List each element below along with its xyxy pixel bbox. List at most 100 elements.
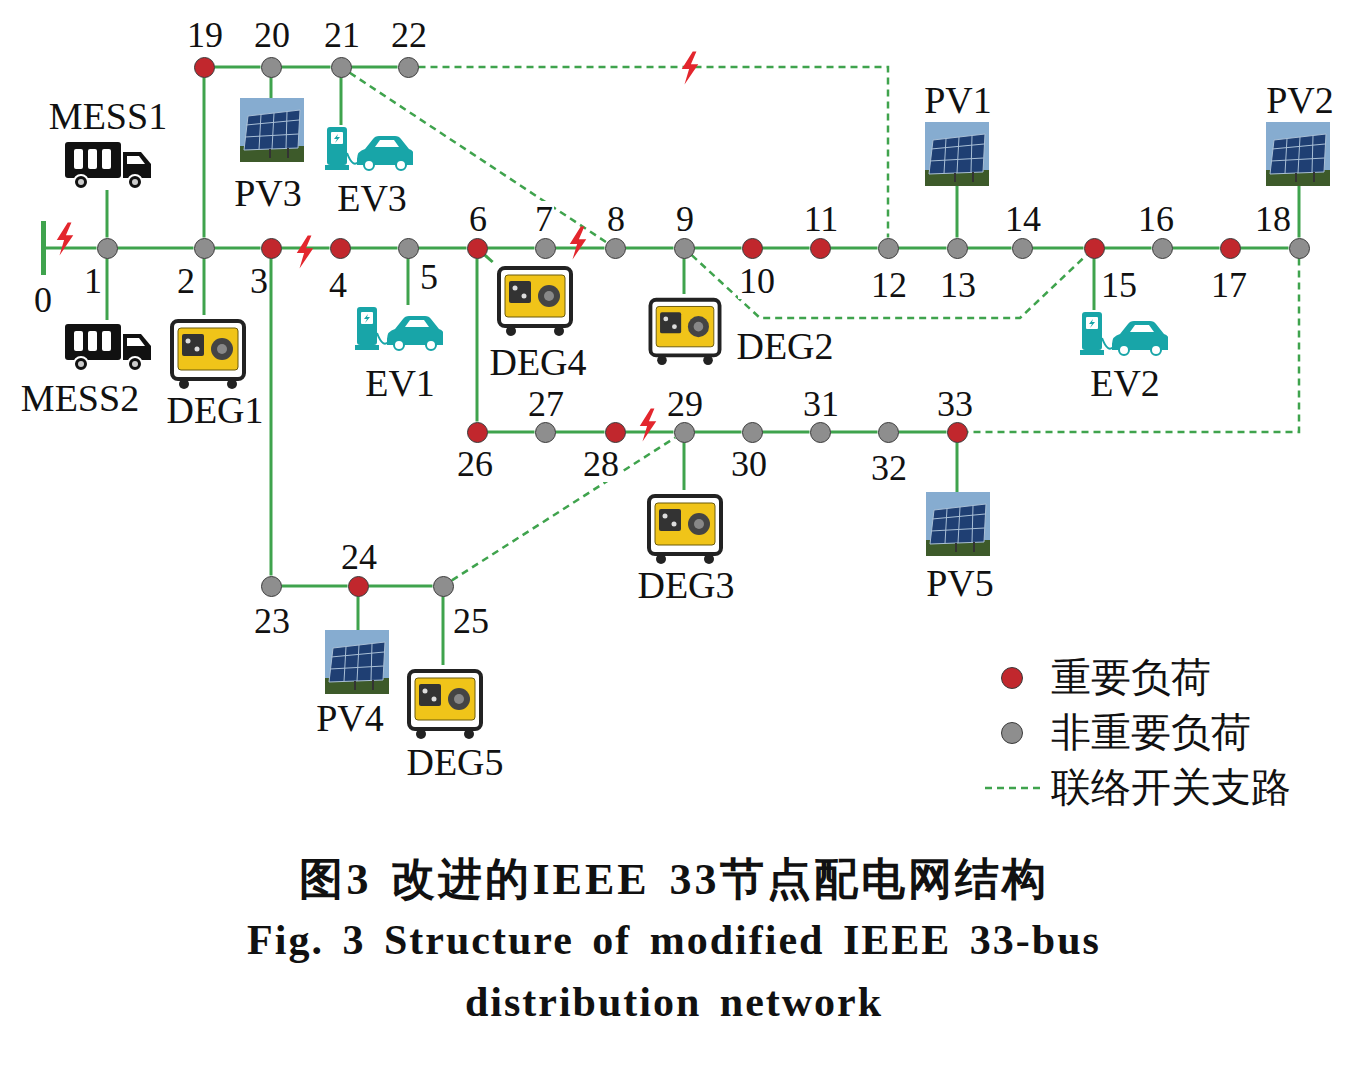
generator-icon [409, 671, 481, 739]
bus-circle: 15 [1084, 238, 1105, 259]
feeder-line [476, 259, 479, 422]
feeder-line [1241, 247, 1289, 250]
bus-number: 1 [83, 263, 103, 299]
bus-circle: 33 [947, 422, 968, 443]
bus-circle: 21 [331, 57, 352, 78]
feeder-line [118, 247, 194, 250]
tie-switch-line [692, 255, 1087, 318]
bus-number: 30 [730, 446, 768, 482]
equipment-link [270, 78, 273, 99]
bus-number: 27 [527, 386, 565, 422]
mess-truck-icon [65, 324, 151, 371]
equipment-label: EV1 [364, 364, 436, 402]
legend-dash-line [985, 787, 1042, 790]
equipment-label: DEG3 [636, 566, 735, 604]
feeder-line [351, 247, 398, 250]
bus-number: 7 [534, 201, 554, 237]
equipment-label: DEG5 [405, 743, 504, 781]
equipment-label: PV4 [315, 699, 385, 737]
equipment-node: MESS2 [20, 320, 153, 417]
equipment-label: MESS2 [20, 379, 140, 417]
equipment-link [683, 259, 686, 295]
legend-text: 重要负荷 [1050, 658, 1212, 698]
bus-number: 4 [328, 267, 348, 303]
bus-number: 23 [253, 603, 291, 639]
equipment-label: DEG4 [488, 343, 587, 381]
feeder-line [831, 247, 878, 250]
feeder-line [763, 431, 810, 434]
legend-text: 非重要负荷 [1050, 713, 1252, 753]
bus-circle: 30 [742, 422, 763, 443]
equipment-node: DEG5 [405, 665, 505, 781]
figure-caption: 图3 改进的IEEE 33节点配电网结构 [124, 856, 1224, 904]
generator-icon [650, 300, 719, 365]
caption-box: Fig. 3 Structure of modified IEEE 33-bus… [124, 909, 1224, 1033]
bus-number: 6 [468, 201, 488, 237]
feeder-line [215, 66, 261, 69]
equipment-link [442, 597, 445, 666]
bus-number: 10 [738, 263, 776, 299]
equipment-label: DEG1 [165, 391, 264, 429]
pv-panel-icon [926, 492, 990, 556]
equipment-node: PV1 [923, 81, 993, 186]
equipment-label: PV3 [233, 174, 303, 212]
bus-number: 3 [249, 263, 269, 299]
legend-swatch [1001, 722, 1023, 744]
bus-number: 0 [33, 282, 53, 318]
equipment-link [106, 190, 109, 238]
bus-circle: 2 [194, 238, 215, 259]
equipment-link [683, 443, 686, 491]
bus-number: 14 [1004, 201, 1042, 237]
bus-circle: 9 [674, 238, 695, 259]
bus-number: 32 [870, 450, 908, 486]
feeder-line [1033, 247, 1084, 250]
pv-panel-icon [925, 122, 989, 186]
caption-box: 图3 改进的IEEE 33节点配电网结构 [124, 856, 1224, 904]
bus-number: 26 [456, 446, 494, 482]
bus-number: 28 [582, 446, 620, 482]
bus-number: 8 [606, 201, 626, 237]
source-bus-bar: 0 [41, 221, 46, 275]
feeder-line [488, 247, 535, 250]
bus-circle: 23 [261, 576, 282, 597]
bus-circle: 29 [674, 422, 695, 443]
bus-number: 12 [870, 267, 908, 303]
feeder-line [270, 259, 273, 576]
bus-number: 17 [1210, 267, 1248, 303]
ev-charger-icon [325, 127, 415, 170]
fault-symbol [682, 52, 699, 85]
equipment-link [1298, 186, 1301, 238]
bus-number: 33 [936, 386, 974, 422]
equipment-node: PV2 [1265, 81, 1335, 186]
legend-text: 联络开关支路 [1050, 768, 1292, 808]
feeder-line [419, 247, 467, 250]
bus-number: 25 [452, 603, 490, 639]
equipment-node: EV1 [355, 305, 443, 402]
equipment-link [956, 186, 959, 238]
bus-circle: 5 [398, 238, 419, 259]
bus-number: 11 [803, 201, 840, 237]
bus-circle: 31 [810, 422, 831, 443]
equipment-label: EV3 [336, 179, 408, 217]
equipment-node: PV3 [233, 98, 304, 212]
generator-icon [172, 321, 244, 389]
bus-number: 5 [419, 259, 439, 295]
bus-circle: 6 [467, 238, 488, 259]
tie-switch-line [419, 67, 889, 238]
pv-panel-icon [325, 630, 389, 694]
feeder-line [282, 585, 348, 588]
bus-circle: 11 [810, 238, 831, 259]
equipment-link [340, 78, 343, 126]
equipment-link [203, 259, 206, 316]
bus-circle: 19 [194, 57, 215, 78]
bus-circle: 28 [605, 422, 626, 443]
equipment-node: DEG1 [165, 315, 264, 429]
feeder-line [203, 78, 206, 238]
feeder-line [369, 585, 433, 588]
feeder-line [46, 247, 97, 250]
fault-symbol [570, 227, 587, 260]
ev-charger-icon [355, 307, 445, 350]
fault-symbol [297, 236, 314, 269]
figure-caption-english: Fig. 3 Structure of modified IEEE 33-bus… [124, 909, 1224, 1033]
